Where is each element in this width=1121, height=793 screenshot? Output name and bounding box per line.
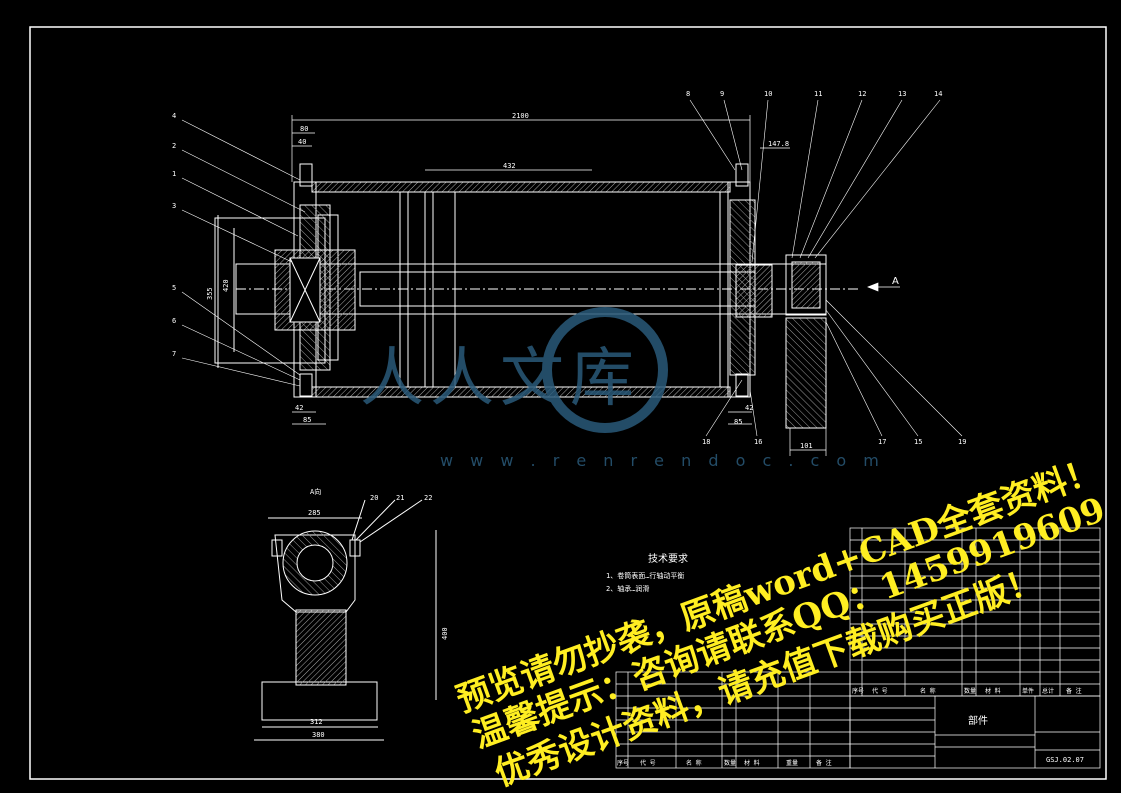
callouts-left: 4 2 1 3 5 6 7 (172, 112, 176, 358)
renrendoc-logo: 人人文库 w w w . r e n r e n d o c . c o m (360, 307, 885, 470)
callout-11: 11 (814, 90, 822, 98)
main-section-view (214, 163, 860, 429)
callout-22: 22 (424, 494, 432, 502)
callout-17: 17 (878, 438, 886, 446)
tech-title: 技术要求 (648, 552, 688, 565)
dim-432: 432 (503, 162, 516, 170)
hdr2-weight: 重量 (786, 759, 798, 767)
title-block-drawing-no: GSJ.02.07 (1046, 756, 1084, 764)
callout-12: 12 (858, 90, 866, 98)
hdr2-name: 名 称 (686, 759, 702, 767)
hdr-name: 名 称 (920, 687, 936, 695)
dim-80: 80 (300, 125, 308, 133)
hdr-qty: 数量 (964, 687, 976, 695)
callout-2: 2 (172, 142, 176, 150)
dim-overall-length: 2100 (512, 112, 529, 120)
dim-400: 400 (441, 627, 449, 640)
dim-101: 101 (800, 442, 813, 450)
dim-355: 355 (206, 287, 214, 300)
dim-85-left: 85 (303, 416, 311, 424)
arrow-a-label: A (892, 276, 899, 287)
dim-380: 380 (312, 731, 325, 739)
callout-20: 20 (370, 494, 378, 502)
hdr-unit: 单件 (1022, 687, 1034, 695)
callout-8: 8 (686, 90, 690, 98)
callout-leaders (181, 99, 963, 437)
hdr-total: 总计 (1042, 687, 1054, 695)
dim-312: 312 (310, 718, 323, 726)
hdr-mat: 材 料 (985, 687, 1001, 695)
dim-42-left: 42 (295, 404, 303, 412)
callout-18: 18 (702, 438, 710, 446)
callout-6: 6 (172, 317, 176, 325)
dim-40: 40 (298, 138, 306, 146)
watermark-line-2: 温馨提示：咨询请联系QQ：1459919609 (467, 490, 1110, 757)
hdr2-mat: 材 料 (744, 759, 760, 767)
callout-10: 10 (764, 90, 772, 98)
callout-7: 7 (172, 350, 176, 358)
parts-list-right-header: 序号 代 号 名 称 数量 材 料 单件 总计 备 注 (852, 687, 1082, 695)
callout-19: 19 (958, 438, 966, 446)
dim-147: 147.8 (768, 140, 789, 148)
title-block-part-label: 部件 (968, 714, 988, 727)
hdr2-note: 备 注 (816, 759, 832, 767)
dim-420: 420 (222, 279, 230, 292)
callout-13: 13 (898, 90, 906, 98)
callouts-top: 8 9 10 11 12 13 14 (686, 90, 942, 98)
callout-3: 3 (172, 202, 176, 210)
title-block (849, 695, 1101, 769)
callout-5: 5 (172, 284, 176, 292)
callouts-bottom: 18 16 17 15 19 (702, 438, 966, 446)
logo-text: 人人文库 (360, 342, 640, 416)
promo-watermark: 预览请勿抄袭，原稿word+CAD全套资料！ 温馨提示：咨询请联系QQ：1459… (451, 450, 1110, 793)
hdr2-code: 代 号 (640, 759, 656, 767)
callout-16: 16 (754, 438, 762, 446)
dim-42-right: 42 (745, 404, 753, 412)
tech-line-2: 2、轴承…润滑 (606, 584, 649, 593)
view-a-title: A向 (310, 487, 321, 496)
callout-1: 1 (172, 170, 176, 178)
hdr-note: 备 注 (1066, 687, 1082, 695)
parts-list-left-header: 序号 代 号 名 称 数量 材 料 重量 备 注 (617, 759, 832, 767)
view-a (254, 499, 437, 741)
outer-frame (29, 26, 1107, 780)
logo-url: w w w . r e n r e n d o c . c o m (440, 451, 885, 470)
hdr-no: 序号 (852, 687, 864, 695)
callout-14: 14 (934, 90, 942, 98)
callout-4: 4 (172, 112, 176, 120)
tech-line-1: 1、卷筒表面…行轴动平衡 (606, 571, 684, 580)
hdr-code: 代 号 (872, 687, 888, 695)
dimension-lines (291, 115, 900, 456)
dim-85-right: 85 (734, 418, 742, 426)
parts-list-right (849, 527, 1101, 697)
hdr2-qty: 数量 (724, 759, 736, 767)
callout-21: 21 (396, 494, 404, 502)
callout-9: 9 (720, 90, 724, 98)
callout-15: 15 (914, 438, 922, 446)
hdr2-no: 序号 (617, 759, 629, 767)
parts-list-left (615, 671, 851, 769)
dim-285: 285 (308, 509, 321, 517)
